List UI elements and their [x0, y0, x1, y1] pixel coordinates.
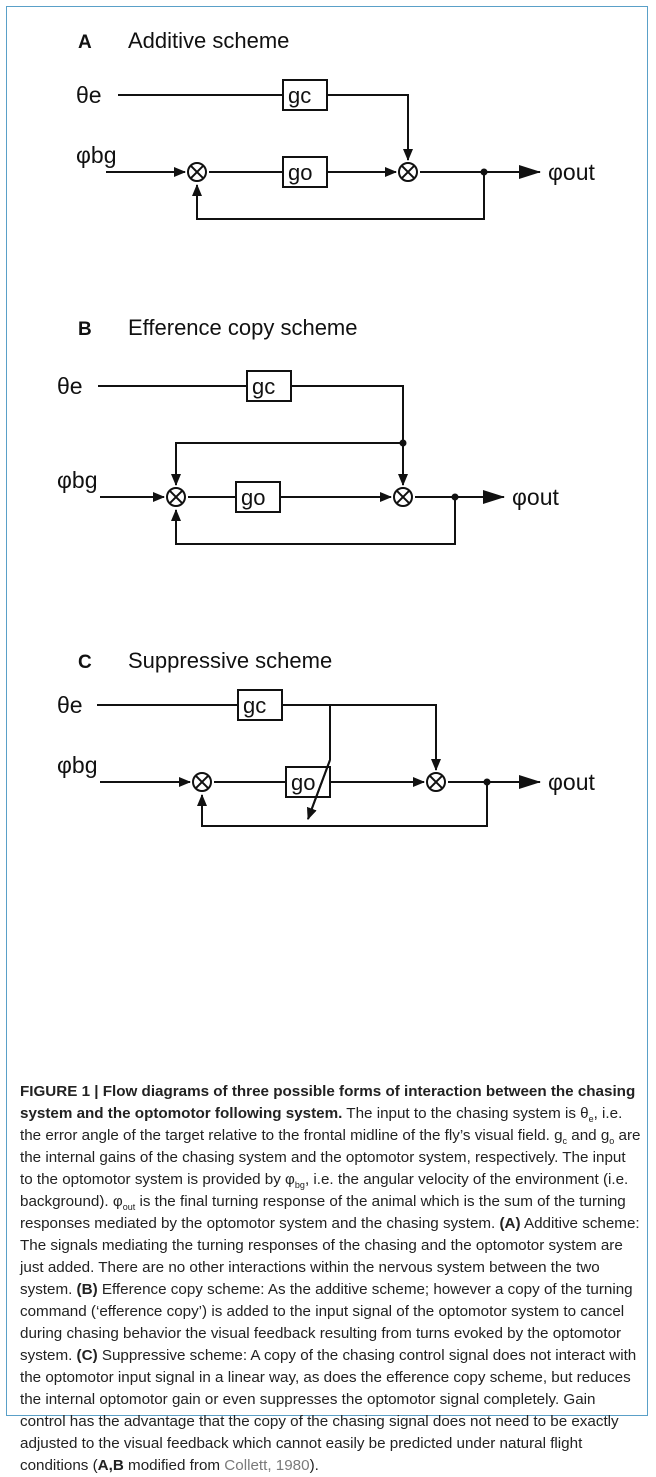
caption-text: modified from — [123, 1457, 225, 1474]
panel-letter: A — [78, 32, 92, 53]
sum-node-right — [426, 772, 446, 792]
caption-panel-ref: (C) — [76, 1347, 98, 1364]
phi-bg-label: φbg — [57, 752, 98, 778]
branch-dot — [451, 493, 459, 501]
caption-text: , i.e. the error angle of the target rel… — [20, 1105, 623, 1144]
gain-o-label: go — [288, 160, 312, 185]
suppression-arrow — [307, 759, 331, 820]
panel-a — [106, 94, 541, 220]
phi-out-label: φout — [548, 769, 595, 795]
caption-text: ). — [309, 1457, 319, 1474]
gain-o-label: go — [241, 485, 265, 510]
caption-sub: e — [588, 1114, 594, 1125]
panel-b-nodes — [166, 370, 459, 513]
figure-caption: FIGURE 1 | Flow diagrams of three possib… — [20, 1081, 642, 1477]
caption-text: are the internal gains of the chasing sy… — [20, 1127, 641, 1188]
caption-text: is the final turning response of the ani… — [20, 1193, 626, 1232]
citation-link[interactable]: Collett, 1980 — [224, 1457, 310, 1474]
gain-c-label: gc — [243, 693, 266, 718]
sum-node-left — [166, 487, 186, 507]
theta-label: θe — [57, 692, 83, 718]
gain-c-label: gc — [288, 83, 311, 108]
panel-title: Efference copy scheme — [128, 315, 358, 340]
gain-c-box — [237, 689, 283, 721]
phi-bg-label: φbg — [76, 142, 117, 168]
branch-dot — [480, 168, 488, 176]
theta-label: θe — [57, 373, 83, 399]
panel-c — [97, 704, 541, 827]
gain-c-label: gc — [252, 374, 275, 399]
sum-node-left — [192, 772, 212, 792]
caption-sub: c — [562, 1136, 568, 1147]
phi-bg-label: φbg — [57, 467, 98, 493]
caption-panel-ref: (A) — [499, 1215, 521, 1232]
panel-a-nodes — [187, 79, 488, 188]
theta-label: θe — [76, 82, 102, 108]
caption-heading: FIGURE 1 | Flow diagrams of three possib… — [20, 1083, 636, 1122]
caption-panel-ref: A,B — [97, 1457, 124, 1474]
gain-c-box — [246, 370, 292, 402]
gain-o-box — [235, 481, 281, 513]
branch-dot — [399, 439, 407, 447]
sum-node-left — [187, 162, 207, 182]
branch-dot — [483, 778, 491, 786]
caption-sub: bg — [294, 1180, 305, 1191]
caption-panel-ref: (B) — [76, 1281, 98, 1298]
gain-c-box — [282, 79, 328, 111]
gain-o-label: go — [291, 770, 315, 795]
caption-text: Suppressive scheme: A copy of the chasin… — [20, 1347, 637, 1474]
figure-frame — [6, 6, 648, 1416]
gain-o-box — [282, 156, 328, 188]
panel-c-nodes — [192, 689, 491, 820]
caption-text: and g — [567, 1127, 610, 1144]
phi-out-label: φout — [512, 484, 559, 510]
panel-b — [98, 385, 505, 545]
sum-node-right — [393, 487, 413, 507]
panel-title: Suppressive scheme — [128, 648, 332, 673]
caption-text: Additive scheme: The signals mediating t… — [20, 1215, 640, 1298]
sum-node-right — [398, 162, 418, 182]
flow-diagrams: A Additive scheme θe φbg φout gc go B Ef… — [57, 28, 595, 827]
phi-out-label: φout — [548, 159, 595, 185]
caption-sub: out — [122, 1202, 136, 1213]
panel-title: Additive scheme — [128, 28, 289, 53]
gain-o-box — [285, 766, 331, 798]
panel-letter: B — [78, 319, 92, 340]
caption-text: Efference copy scheme: As the additive s… — [20, 1281, 633, 1364]
caption-text: , i.e. the angular velocity of the envir… — [20, 1171, 629, 1210]
caption-text: The input to the chasing system is θ — [342, 1105, 589, 1122]
caption-sub: o — [609, 1136, 615, 1147]
panel-letter: C — [78, 652, 92, 673]
